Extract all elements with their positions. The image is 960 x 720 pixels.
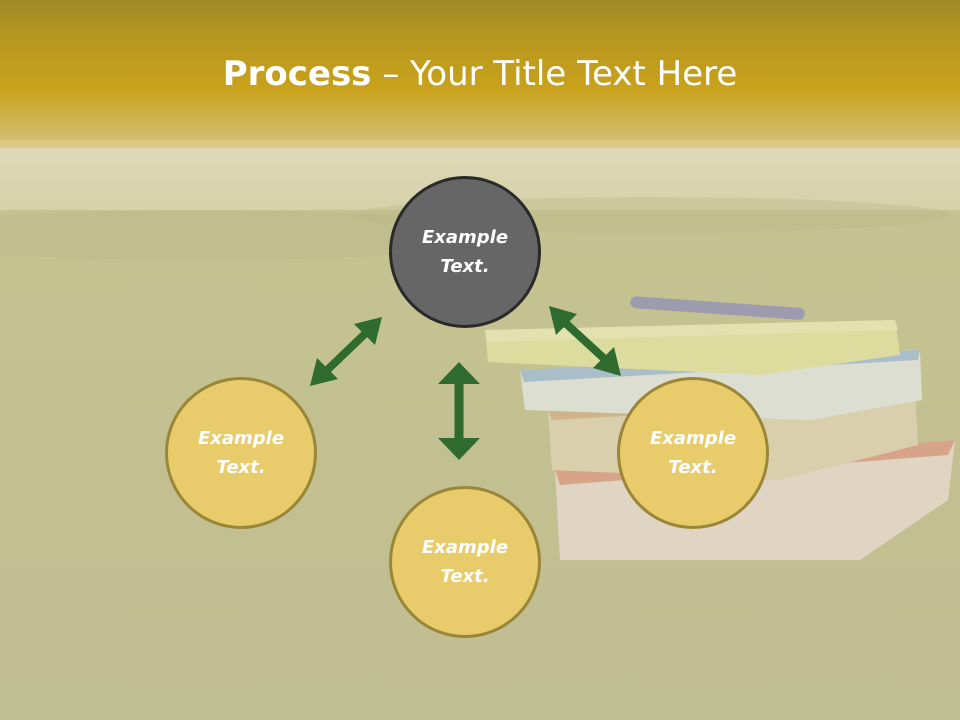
node-left-line2: Text. bbox=[216, 453, 265, 482]
node-top-line1: Example bbox=[422, 223, 508, 252]
node-right[interactable]: Example Text. bbox=[617, 377, 769, 529]
node-left[interactable]: Example Text. bbox=[165, 377, 317, 529]
node-bottom[interactable]: Example Text. bbox=[389, 486, 541, 638]
node-left-line1: Example bbox=[198, 424, 284, 453]
node-right-line1: Example bbox=[650, 424, 736, 453]
node-top[interactable]: Example Text. bbox=[389, 176, 541, 328]
node-bottom-line2: Text. bbox=[440, 562, 489, 591]
arrow-top-right bbox=[549, 306, 621, 376]
node-top-line2: Text. bbox=[440, 252, 489, 281]
arrow-top-bottom bbox=[438, 362, 480, 460]
node-right-line2: Text. bbox=[668, 453, 717, 482]
arrow-top-left bbox=[310, 317, 382, 386]
node-bottom-line1: Example bbox=[422, 533, 508, 562]
